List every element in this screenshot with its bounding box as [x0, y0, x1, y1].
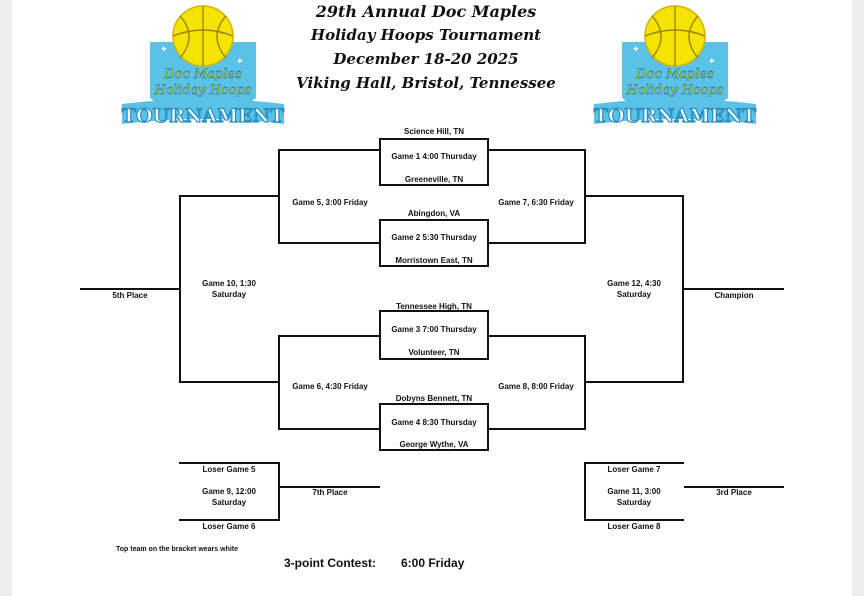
game-11-bottom-team: Loser Game 8 [607, 522, 661, 531]
game-9-line-1: Game 9, 12:00 [202, 487, 256, 496]
bracket-line [684, 486, 784, 488]
bracket-line [584, 462, 684, 464]
svg-text:✦: ✦ [236, 56, 244, 66]
title-line-3: December 18-20 2025 [333, 50, 519, 68]
champion-label: Champion [714, 291, 754, 300]
game-12-line-1: Game 12, 4:30 [607, 279, 661, 288]
bracket-line [278, 242, 379, 244]
game-4-label: Game 4 8:30 Thursday [391, 418, 477, 427]
bracket-line [179, 462, 280, 464]
bracket-line [80, 288, 181, 290]
game-3-label: Game 3 7:00 Thursday [391, 325, 477, 334]
bracket-line [489, 242, 586, 244]
logo-banner: TOURNAMENT [122, 105, 284, 127]
logo-banner: TOURNAMENT [594, 105, 756, 127]
game-2-label: Game 2 5:30 Thursday [391, 233, 477, 242]
third-place-label: 3rd Place [716, 488, 752, 497]
game-2-box [379, 219, 489, 267]
game-11-top-team: Loser Game 7 [607, 465, 661, 474]
bracket-line [489, 428, 586, 430]
tournament-logo-left: ✦ ✦ Doc Maples Holiday Hoops TOURNAMENT [121, 5, 285, 128]
bracket-sheet: ✦ ✦ Doc Maples Holiday Hoops TOURNAMENT … [12, 0, 852, 596]
game-9-top-team: Loser Game 5 [202, 465, 256, 474]
bracket-line [584, 462, 586, 521]
game-10-line-2: Saturday [211, 290, 247, 299]
game-1-label: Game 1 4:00 Thursday [391, 152, 477, 161]
bracket-line [278, 462, 280, 521]
bracket-line [280, 486, 380, 488]
title-line-4: Viking Hall, Bristol, Tennessee [296, 74, 556, 92]
game-1-bottom-team: Greeneville, TN [404, 175, 464, 184]
bracket-line [584, 519, 684, 521]
bracket-line [179, 519, 280, 521]
bracket-line [278, 428, 379, 430]
three-point-contest-label: 3-point Contest: [284, 556, 376, 570]
svg-text:✦: ✦ [160, 44, 168, 54]
bracket-line [489, 335, 586, 337]
seventh-place-label: 7th Place [312, 488, 348, 497]
fifth-place-label: 5th Place [112, 291, 148, 300]
title-line-1: 29th Annual Doc Maples [315, 2, 537, 21]
bracket-line [489, 149, 586, 151]
game-6-label: Game 6, 4:30 Friday [292, 382, 368, 391]
game-11-line-1: Game 11, 3:00 [607, 487, 661, 496]
tournament-logo-right: ✦ ✦ Doc Maples Holiday Hoops TOURNAMENT [593, 5, 757, 128]
bracket-line [586, 195, 684, 197]
game-4-box [379, 403, 489, 451]
three-point-contest-time: 6:00 Friday [401, 556, 465, 570]
logo-line2: Holiday Hoops [625, 83, 723, 98]
svg-text:✦: ✦ [708, 56, 716, 66]
game-3-bottom-team: Volunteer, TN [408, 348, 460, 357]
game-4-bottom-team: George Wythe, VA [399, 440, 469, 449]
game-10-line-1: Game 10, 1:30 [202, 279, 256, 288]
title-line-2: Holiday Hoops Tournament [310, 26, 542, 44]
game-4-top-team: Dobyns Bennett, TN [395, 394, 473, 403]
game-12-line-2: Saturday [616, 290, 652, 299]
bracket-line [684, 288, 784, 290]
bracket-line [278, 335, 379, 337]
svg-text:✦: ✦ [632, 44, 640, 54]
game-3-box [379, 310, 489, 360]
game-7-label: Game 7, 6:30 Friday [498, 198, 574, 207]
game-5-label: Game 5, 3:00 Friday [292, 198, 368, 207]
game-3-top-team: Tennessee High, TN [396, 302, 472, 311]
bracket-line [584, 149, 586, 244]
logo-line1: Doc Maples [163, 67, 242, 82]
game-8-label: Game 8, 8:00 Friday [498, 382, 574, 391]
game-1-box [379, 138, 489, 186]
bracket-line [278, 149, 379, 151]
game-9-bottom-team: Loser Game 6 [202, 522, 256, 531]
game-2-bottom-team: Morristown East, TN [395, 256, 473, 265]
game-11-line-2: Saturday [616, 498, 652, 507]
game-9-line-2: Saturday [211, 498, 247, 507]
bracket-line [179, 195, 280, 197]
logo-line2: Holiday Hoops [153, 83, 251, 98]
bracket-line [584, 335, 586, 430]
bracket-line [586, 381, 684, 383]
top-team-note: Top team on the bracket wears white [116, 546, 239, 553]
logo-line1: Doc Maples [635, 67, 714, 82]
bracket-line [179, 381, 280, 383]
bracket-line [682, 195, 684, 383]
game-2-top-team: Abingdon, VA [407, 209, 461, 218]
game-1-top-team: Science Hill, TN [403, 127, 465, 136]
